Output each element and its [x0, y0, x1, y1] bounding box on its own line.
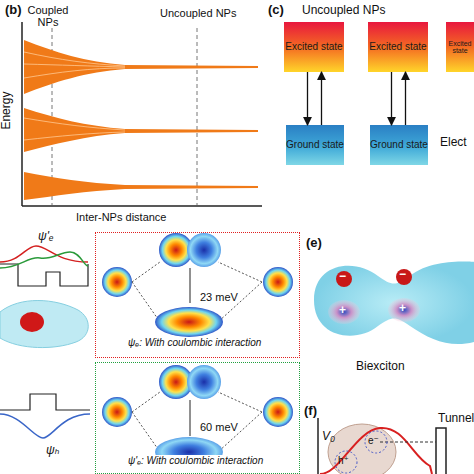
x-axis [22, 205, 262, 207]
hole-particle [335, 451, 357, 473]
y-axis [21, 22, 23, 206]
figure-label: (f) [304, 404, 317, 418]
barrier-curve [320, 428, 432, 474]
state-label: Ground state [370, 140, 428, 151]
tunnel-path [380, 442, 436, 443]
orbital-blob [263, 397, 293, 427]
biexciton-shell [314, 262, 474, 344]
state-label: Ground state [286, 140, 344, 151]
divider-line [197, 28, 198, 205]
figure-label: Elect [440, 136, 467, 149]
hole-cloud [328, 300, 360, 324]
orbital-blob [187, 365, 221, 399]
excited-state-box: Excited state [368, 22, 428, 72]
figure-label: Inter-NPs distance [76, 211, 166, 223]
guide-line [218, 262, 262, 282]
figure-label: h⁺ [338, 455, 349, 466]
figure-label: (b) [5, 3, 22, 17]
guide-line [132, 282, 160, 322]
wavefunction-caption: ψ'ₑ: With coulombic interaction [126, 455, 265, 468]
figure-label: Tunnel [438, 412, 474, 425]
guide-line [132, 262, 160, 282]
figure-label: Coupled NPs [26, 4, 70, 28]
guide-line [132, 392, 160, 412]
energy-band [24, 108, 258, 152]
electron-dot [396, 269, 412, 285]
wavefunction-curve [0, 414, 90, 438]
excited-state-box: Excited state [284, 22, 344, 72]
coupling-panel: 23 meV ψₑ: With coulombic interaction [95, 232, 300, 358]
figure-label: (e) [306, 236, 322, 250]
band-strand [24, 52, 125, 140]
figure-label: e⁻ [368, 435, 379, 446]
figure-label: Uncoupled NPs [302, 4, 385, 17]
nanoparticle-core [20, 312, 44, 332]
state-label: Excited state [284, 42, 344, 53]
orbital-blob [187, 233, 221, 267]
energy-band [24, 40, 258, 94]
state-label: Excited state [446, 40, 474, 55]
guide-line [132, 412, 160, 452]
figure-label: + [399, 302, 406, 315]
ground-state-box: Ground state [286, 125, 344, 165]
wavefunction-curve [0, 252, 88, 268]
orbital-blob [263, 267, 293, 297]
figure-label: Biexciton [356, 360, 405, 373]
guide-line [218, 392, 262, 412]
axis-line [317, 418, 319, 474]
transition-arrow [391, 72, 392, 125]
dimension-line [190, 268, 191, 303]
orbital-blob [155, 307, 223, 337]
nanocrystal [328, 424, 396, 474]
electron-dot [336, 271, 352, 287]
transition-arrow [307, 72, 308, 125]
electron-particle [365, 431, 387, 453]
excited-state-box: Excited state [446, 22, 474, 72]
transition-arrow [405, 72, 406, 125]
potential-well [0, 264, 88, 286]
potential-well [0, 394, 90, 410]
hole-cloud [388, 298, 420, 322]
coupling-panel-alt: 60 meV ψ'ₑ: With coulombic interaction [95, 362, 300, 474]
figure-label: (c) [268, 3, 284, 17]
orbital-blob [102, 397, 132, 427]
figure-label: ψ'ₑ [38, 230, 54, 243]
figure-label: + [339, 304, 346, 317]
nanoparticle-shell [0, 301, 88, 348]
energy-band [24, 172, 258, 200]
figure-label: ψₕ [46, 444, 60, 457]
figure-label: − [399, 268, 406, 281]
ground-state-box: Ground state [370, 125, 428, 165]
transition-arrow [321, 72, 322, 125]
figure-label: − [339, 270, 346, 283]
figure-label: Energy [0, 92, 13, 130]
energy-splitting: 60 meV [198, 421, 240, 435]
state-label: Excited state [368, 42, 428, 53]
energy-splitting: 23 meV [198, 291, 240, 305]
tunnel-barrier [436, 428, 446, 474]
dimension-line [190, 400, 191, 436]
orbital-blob [102, 267, 132, 297]
figure-label: Uncoupled NPs [160, 7, 236, 19]
figure-label: V₀ [322, 430, 335, 443]
wavefunction-caption: ψₑ: With coulombic interaction [126, 337, 263, 350]
